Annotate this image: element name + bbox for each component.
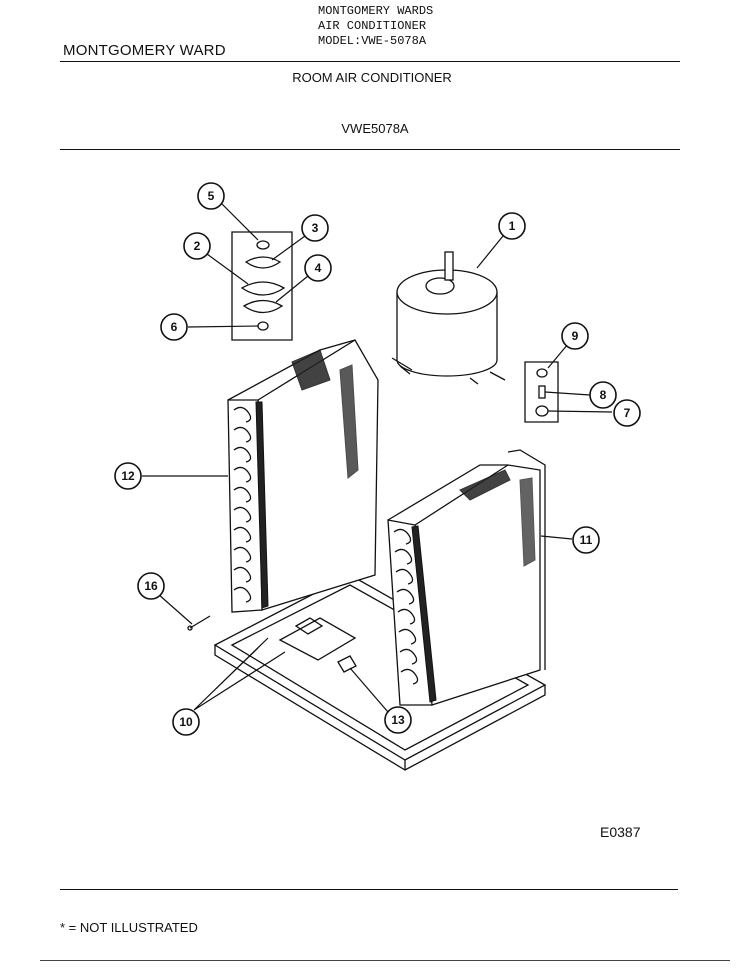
- callout-3: 3: [301, 214, 329, 242]
- callout-1: 1: [498, 212, 526, 240]
- model-number: VWE5078A: [341, 121, 409, 136]
- not-illustrated-note: * = NOT ILLUSTRATED: [60, 920, 198, 935]
- svg-text:8: 8: [600, 388, 607, 402]
- callout-9: 9: [561, 322, 589, 350]
- callout-11: 11: [572, 526, 600, 554]
- stamp-line: AIR CONDITIONER: [318, 19, 427, 33]
- callout-5: 5: [197, 182, 225, 210]
- svg-text:6: 6: [171, 320, 178, 334]
- screw-part: [187, 615, 211, 631]
- svg-text:3: 3: [312, 221, 319, 235]
- svg-text:1: 1: [509, 219, 516, 233]
- callout-8: 8: [589, 381, 617, 409]
- mount-hardware-plate: [231, 231, 293, 341]
- svg-text:9: 9: [572, 329, 579, 343]
- compressor: [391, 251, 506, 385]
- callout-10: 10: [172, 708, 200, 736]
- model-stamp: MONTGOMERY WARDS AIR CONDITIONER MODEL:V…: [318, 4, 433, 49]
- callout-2: 2: [183, 232, 211, 260]
- callout-7: 7: [613, 399, 641, 427]
- coil-fins-12: [233, 406, 252, 603]
- svg-text:13: 13: [391, 713, 405, 727]
- stamp-line: MODEL:VWE-5078A: [318, 34, 427, 48]
- svg-text:5: 5: [208, 189, 215, 203]
- evaporator-coil: [227, 339, 379, 613]
- condenser-coil: [387, 449, 546, 706]
- callout-16: 16: [137, 572, 165, 600]
- brand-name: MONTGOMERY WARD: [63, 42, 226, 59]
- svg-text:7: 7: [624, 406, 631, 420]
- svg-text:16: 16: [144, 579, 158, 593]
- svg-text:11: 11: [580, 533, 593, 547]
- callout-12: 12: [114, 462, 142, 490]
- coil-fins-11: [393, 528, 419, 685]
- capillary-tube: [337, 655, 357, 673]
- page-edge-rule: [40, 960, 730, 961]
- footer-rule: [60, 889, 678, 890]
- figure-code: E0387: [600, 824, 641, 840]
- svg-text:12: 12: [121, 469, 135, 483]
- stamp-line: MONTGOMERY WARDS: [318, 4, 434, 18]
- leader-lines: [142, 201, 613, 713]
- callout-13: 13: [384, 706, 412, 734]
- header-rule: [60, 61, 680, 62]
- svg-text:2: 2: [194, 239, 201, 253]
- svg-text:10: 10: [179, 715, 193, 729]
- callout-4: 4: [304, 254, 332, 282]
- svg-text:4: 4: [315, 261, 322, 275]
- page-title: ROOM AIR CONDITIONER: [0, 70, 750, 85]
- section-rule: [60, 149, 680, 150]
- base-pan: [213, 574, 547, 771]
- callout-6: 6: [160, 313, 188, 341]
- page-title-text: ROOM AIR CONDITIONER: [292, 70, 452, 85]
